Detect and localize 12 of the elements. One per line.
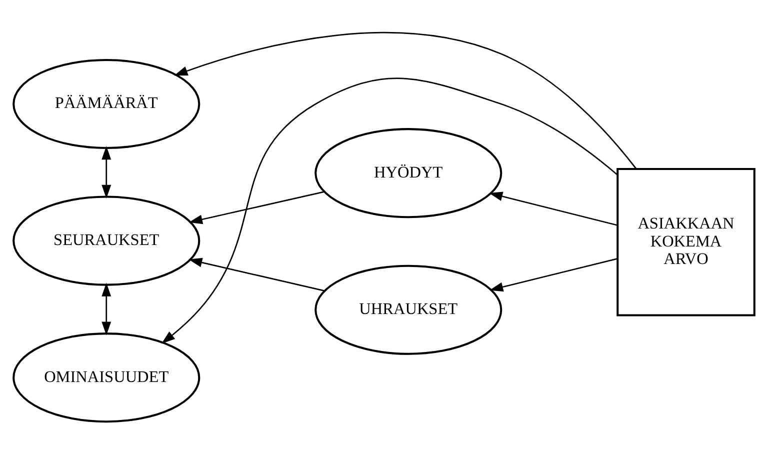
arrow: [102, 146, 112, 198]
node-ellipse: UHRAUKSET: [314, 264, 502, 355]
arrow: [489, 192, 618, 226]
arrow: [188, 258, 325, 292]
node-ellipse: PÄÄMÄÄRÄT: [12, 58, 200, 150]
arrow: [102, 282, 112, 336]
arrow: [161, 78, 618, 344]
arrow: [174, 32, 637, 170]
node-ellipse: SEURAUKSET: [12, 196, 200, 286]
arrow: [188, 191, 324, 224]
node-box: ASIAKKAAN KOKEMA ARVO: [616, 168, 756, 316]
arrow: [490, 258, 618, 292]
